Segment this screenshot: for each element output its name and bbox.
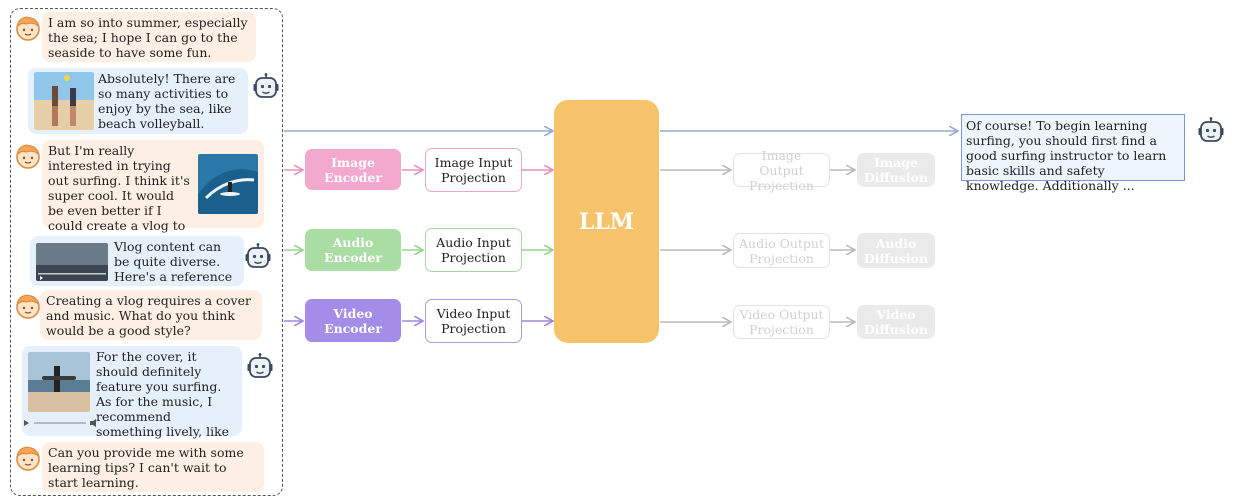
chat-message-text: Absolutely! There are so many activities… (98, 71, 236, 131)
audio-input-projection-label-1: Audio Input (436, 235, 511, 250)
robot-icon (1197, 116, 1225, 144)
audio-encoder-label-2: Encoder (324, 250, 382, 265)
audio-player[interactable] (22, 418, 98, 428)
chat-message-text: I am so into summer, especially the sea;… (48, 15, 248, 60)
audio-diffusion-label-1: Audio (875, 235, 917, 251)
image-output-projection-label-2: Projection (749, 177, 814, 193)
user-avatar-icon (14, 292, 42, 320)
audio-encoder-label-1: Audio (332, 235, 374, 250)
llm-response-box: Of course! To begin learning surfing, yo… (961, 114, 1185, 193)
chat-message: Absolutely! There are so many activities… (28, 68, 248, 134)
image-output-projection-label-1: Image Output (759, 147, 804, 178)
image-diffusion-label-1: Image (874, 155, 918, 170)
audio-input-projection-label-2: Projection (441, 250, 506, 265)
video-encoder-label-1: Video (333, 305, 373, 321)
image-encoder-label-1: Image (331, 154, 375, 170)
beach-volleyball-photo (34, 72, 94, 130)
chat-message-text: Can you provide me with some learning ti… (48, 445, 244, 490)
chat-message-text: Creating a vlog requires a cover and mus… (46, 293, 251, 338)
chat-message: Creating a vlog requires a cover and mus… (40, 290, 262, 340)
llm-block: LLM (554, 100, 659, 343)
video-input-projection-label-2: Projection (441, 321, 506, 336)
image-encoder-label-2: Encoder (324, 169, 382, 185)
chat-message-text: Vlog content can be quite diverse. Here'… (114, 239, 233, 284)
image-input-projection-label-2: Projection (441, 170, 506, 185)
audio-diffusion-label-2: Diffusion (863, 250, 929, 266)
vlog-video-thumbnail[interactable] (36, 243, 108, 281)
video-encoder-label-2: Encoder (324, 320, 382, 336)
user-avatar-icon (14, 14, 42, 42)
audio-output-projection-label-1: Audio Output (739, 235, 824, 251)
video-output-projection-label-2: Projection (749, 322, 814, 337)
robot-icon (246, 352, 274, 380)
user-avatar-icon (14, 444, 42, 472)
audio-output-projection-label-2: Projection (749, 250, 814, 266)
surfer-cover-photo (28, 352, 90, 412)
robot-icon (244, 242, 272, 270)
chat-panel (10, 8, 283, 496)
chat-message-text: For the cover, it should definitely feat… (96, 349, 230, 454)
robot-icon (252, 72, 280, 100)
surfing-photo (198, 154, 258, 214)
video-diffusion-label-2: Diffusion (863, 322, 929, 337)
user-avatar-icon (14, 142, 42, 170)
video-input-projection-label-1: Video Input (436, 306, 511, 321)
video-output-projection-label-1: Video Output (739, 307, 824, 322)
image-input-projection-label-1: Image Input (434, 155, 513, 170)
chat-message: I am so into summer, especially the sea;… (42, 12, 256, 62)
video-diffusion-label-1: Video (876, 307, 916, 322)
chat-message: Can you provide me with some learning ti… (42, 442, 264, 492)
image-diffusion-label-2: Diffusion (863, 170, 929, 185)
llm-response-text: Of course! To begin learning surfing, yo… (966, 118, 1167, 193)
llm-label: LLM (578, 208, 635, 235)
